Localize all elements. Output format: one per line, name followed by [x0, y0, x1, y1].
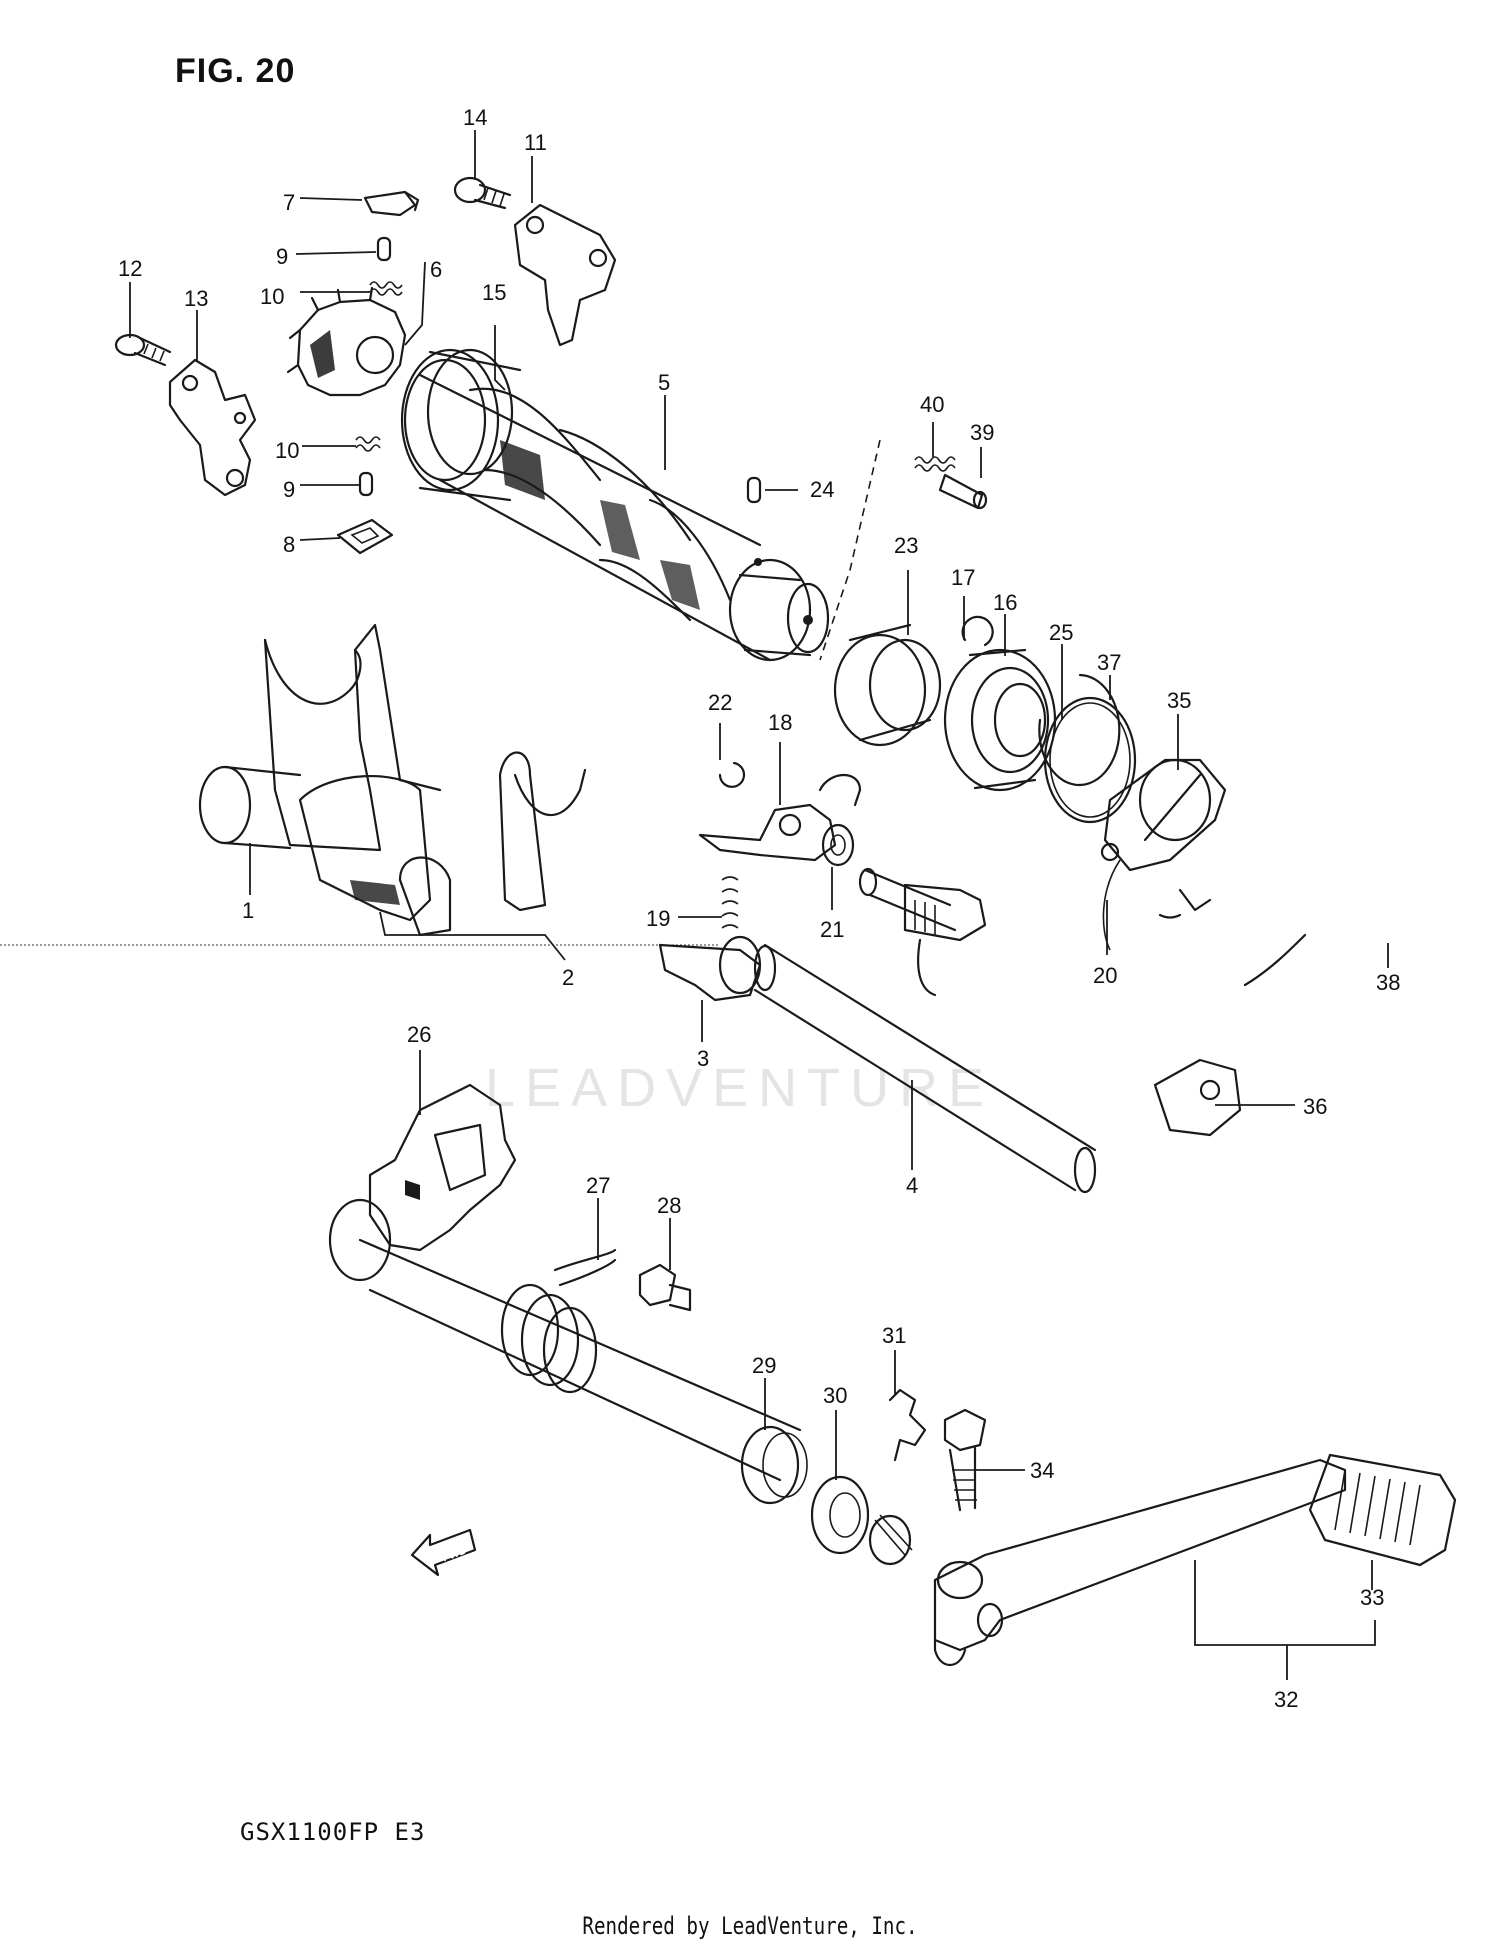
- part-4-shaft: [753, 943, 1097, 1194]
- part-37-o-ring: [1043, 696, 1137, 824]
- part-24-pin: [746, 476, 762, 504]
- callout-8: 8: [283, 532, 295, 557]
- part-15-bearing: [400, 348, 522, 502]
- part-2-shift-fork: [298, 751, 587, 937]
- part-11-plate: [513, 203, 617, 347]
- callout-37: 37: [1097, 650, 1121, 675]
- callout-10a: 10: [260, 284, 284, 309]
- fwd-arrow-label: FWD: [441, 1544, 469, 1564]
- part-12-bolt: [114, 333, 172, 367]
- callout-2: 2: [562, 965, 574, 990]
- part-10-spring-upper: [369, 281, 403, 296]
- part-21-washer: [821, 823, 855, 867]
- callout-29: 29: [752, 1353, 776, 1378]
- part-14-bolt: [453, 176, 512, 210]
- part-31-clip: [888, 1388, 927, 1462]
- callout-18: 18: [768, 710, 792, 735]
- callout-35: 35: [1167, 688, 1191, 713]
- part-26-shift-arm: [328, 1083, 517, 1282]
- part-1-shift-fork: [198, 623, 442, 852]
- part-16-bearing: [943, 648, 1057, 792]
- watermark: LEADVENTURE: [485, 1058, 995, 1118]
- callout-31: 31: [882, 1323, 906, 1348]
- part-7-stopper: [363, 190, 420, 217]
- assembly-dashed-line: [819, 439, 881, 661]
- part-20-wire-bolt: [1102, 859, 1212, 951]
- callout-12: 12: [118, 256, 142, 281]
- part-6-cam-star: [286, 286, 407, 397]
- shaft-spline-end: [868, 1514, 913, 1566]
- part-30-washer: [810, 1475, 870, 1555]
- callout-17: 17: [951, 565, 975, 590]
- part-32-gearshift-lever: [933, 1458, 1347, 1667]
- callout-22: 22: [708, 690, 732, 715]
- callout-36: 36: [1303, 1094, 1327, 1119]
- part-40-spring: [914, 456, 956, 472]
- callout-40: 40: [920, 392, 944, 417]
- callout-4: 4: [906, 1173, 918, 1198]
- part-34-bolt: [943, 1408, 987, 1512]
- part-22-clip: [718, 761, 746, 788]
- callout-3: 3: [697, 1046, 709, 1071]
- part-36-cap: [1153, 1058, 1242, 1137]
- part-27-spring: [553, 1248, 617, 1287]
- footer-credit: Rendered by LeadVenture, Inc.: [582, 1912, 918, 1940]
- part-35-cover: [1100, 758, 1227, 872]
- callout-27: 27: [586, 1173, 610, 1198]
- part-19-spring: [721, 876, 739, 929]
- callout-25: 25: [1049, 620, 1073, 645]
- callout-7: 7: [283, 190, 295, 215]
- callout-13: 13: [184, 286, 208, 311]
- callout-labels: 1 2 3 4 5 6 7 8 9 9 10 10 11 12 13 14 15…: [118, 105, 1400, 1712]
- callout-15: 15: [482, 280, 506, 305]
- figure-title: FIG. 20: [175, 52, 296, 90]
- callout-9b: 9: [283, 477, 295, 502]
- part-18-plate: [698, 774, 862, 862]
- callout-30: 30: [823, 1383, 847, 1408]
- callout-1: 1: [242, 898, 254, 923]
- part-shift-bolt-assembly: [858, 867, 987, 997]
- part-5-shift-drum: [403, 358, 830, 662]
- callout-6: 6: [430, 257, 442, 282]
- callout-10b: 10: [275, 438, 299, 463]
- model-code: GSX1100FP E3: [240, 1818, 426, 1846]
- callout-5: 5: [658, 370, 670, 395]
- callout-14: 14: [463, 105, 487, 130]
- part-13-plate: [168, 358, 257, 497]
- leader-lines: [129, 130, 1389, 1680]
- part-9-pin-lower: [358, 471, 374, 497]
- part-3-arm: [658, 935, 762, 1002]
- part-23-guide: [833, 623, 942, 747]
- callout-34: 34: [1030, 1458, 1054, 1483]
- callout-32: 32: [1274, 1687, 1298, 1712]
- part-28-bolt: [638, 1263, 692, 1312]
- callout-16: 16: [993, 590, 1017, 615]
- part-9-pin-upper: [376, 236, 392, 262]
- callout-21: 21: [820, 917, 844, 942]
- gearshift-shaft: [358, 1238, 802, 1482]
- part-8-plate: [336, 518, 394, 555]
- callout-23: 23: [894, 533, 918, 558]
- callout-9a: 9: [276, 244, 288, 269]
- fwd-arrow-icon: FWD: [410, 1528, 477, 1577]
- part-10-spring-lower: [355, 436, 381, 452]
- part-17-clip: [961, 615, 994, 647]
- callout-20: 20: [1093, 963, 1117, 988]
- callout-19: 19: [646, 906, 670, 931]
- part-33-rubber: [1308, 1453, 1457, 1567]
- callout-28: 28: [657, 1193, 681, 1218]
- callout-11: 11: [524, 130, 547, 155]
- part-38-lead-wire: [1243, 933, 1307, 987]
- callout-38: 38: [1376, 970, 1400, 995]
- part-29-oil-seal: [740, 1425, 808, 1505]
- callout-33: 33: [1360, 1585, 1384, 1610]
- part-39-pin: [938, 473, 988, 510]
- callout-24: 24: [810, 477, 834, 502]
- callout-26: 26: [407, 1022, 431, 1047]
- callout-39: 39: [970, 420, 994, 445]
